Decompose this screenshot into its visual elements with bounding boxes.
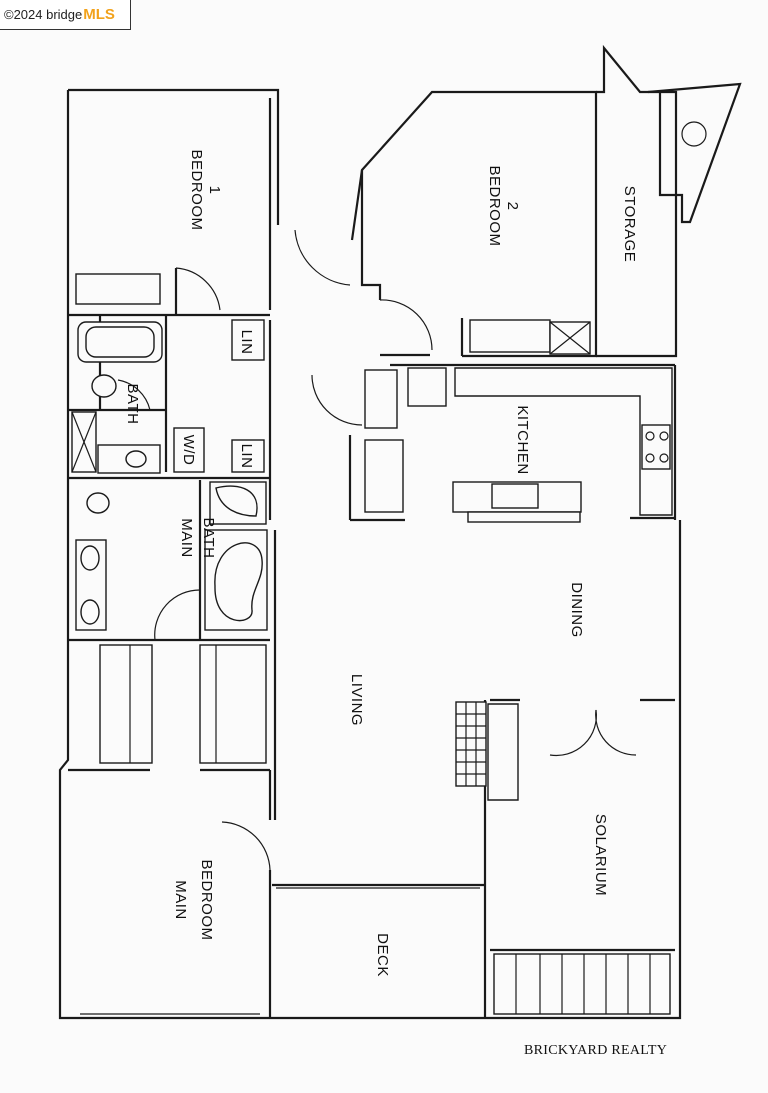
label-dining: DINING [568, 582, 585, 638]
label-storage: STORAGE [621, 186, 638, 263]
label-kitchen: KITCHEN [514, 405, 531, 474]
realty-credit: BRICKYARD REALTY [524, 1043, 668, 1058]
label-living: LIVING [348, 674, 365, 726]
fixtures [71, 273, 673, 1015]
label-main-bath-line2: BATH [200, 518, 217, 559]
label-main-bath-line1: MAIN [178, 518, 195, 558]
label-bath: BATH [124, 384, 141, 425]
label-lin-bottom: LIN [238, 444, 255, 469]
outer-walls [58, 44, 742, 1020]
doors [117, 229, 637, 871]
watermark-brand: MLS [83, 6, 115, 23]
interior-walls [68, 98, 675, 1018]
label-bedroom2-line1: BEDROOM [486, 165, 503, 246]
label-wd: W/D [180, 435, 197, 466]
label-lin-top: LIN [238, 330, 255, 355]
label-deck: DECK [374, 933, 391, 977]
label-main-bedroom-line2: BEDROOM [198, 859, 215, 940]
watermark-copyright: ©2024 bridge [4, 7, 83, 22]
label-main-bedroom-line1: MAIN [172, 880, 189, 920]
label-solarium: SOLARIUM [592, 814, 609, 896]
label-bedroom1-line1: BEDROOM [188, 149, 205, 230]
room-labels: BEDROOM 1 BEDROOM 2 STORAGE BATH LIN LIN… [124, 149, 638, 976]
label-bedroom1-line2: 1 [206, 186, 223, 195]
label-bedroom2-line2: 2 [504, 202, 521, 211]
